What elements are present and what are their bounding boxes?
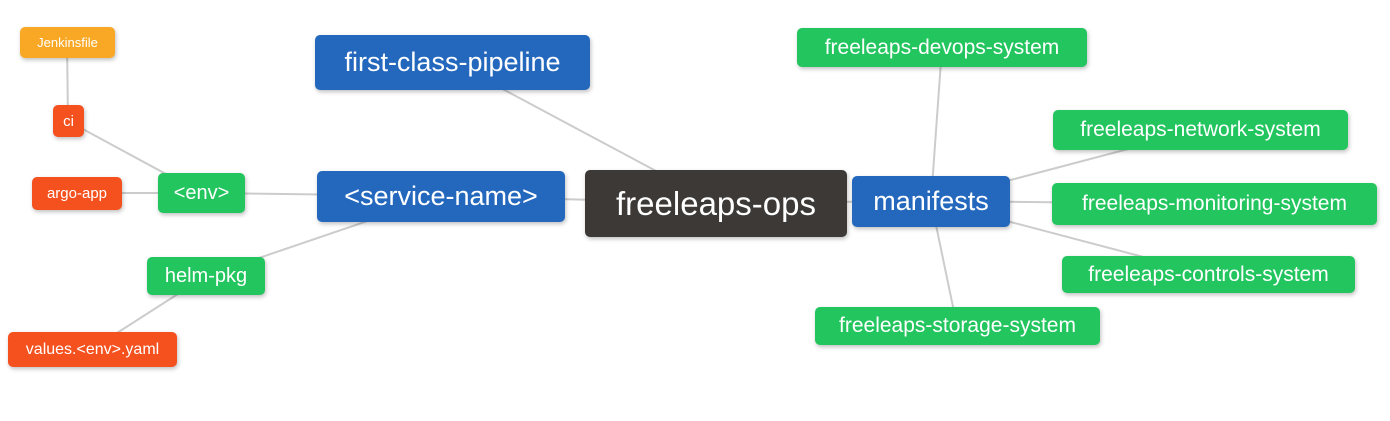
- node-freeleaps-network-system[interactable]: freeleaps-network-system: [1053, 110, 1348, 150]
- node-ci[interactable]: ci: [53, 105, 84, 137]
- node-service-name[interactable]: <service-name>: [317, 171, 565, 222]
- edge-manifests-devops: [930, 46, 943, 202]
- node-freeleaps-monitoring-system[interactable]: freeleaps-monitoring-system: [1052, 183, 1377, 225]
- node-freeleaps-ops-root[interactable]: freeleaps-ops: [585, 170, 847, 237]
- node-env[interactable]: <env>: [158, 173, 245, 213]
- node-first-class-pipeline[interactable]: first-class-pipeline: [315, 35, 590, 90]
- node-manifests[interactable]: manifests: [852, 176, 1010, 227]
- node-jenkinsfile[interactable]: Jenkinsfile: [20, 27, 115, 58]
- node-values-env-yaml[interactable]: values.<env>.yaml: [8, 332, 177, 367]
- node-argo-app[interactable]: argo-app: [32, 177, 122, 210]
- node-freeleaps-devops-system[interactable]: freeleaps-devops-system: [797, 28, 1087, 67]
- node-freeleaps-controls-system[interactable]: freeleaps-controls-system: [1062, 256, 1355, 293]
- node-helm-pkg[interactable]: helm-pkg: [147, 257, 265, 295]
- node-freeleaps-storage-system[interactable]: freeleaps-storage-system: [815, 307, 1100, 345]
